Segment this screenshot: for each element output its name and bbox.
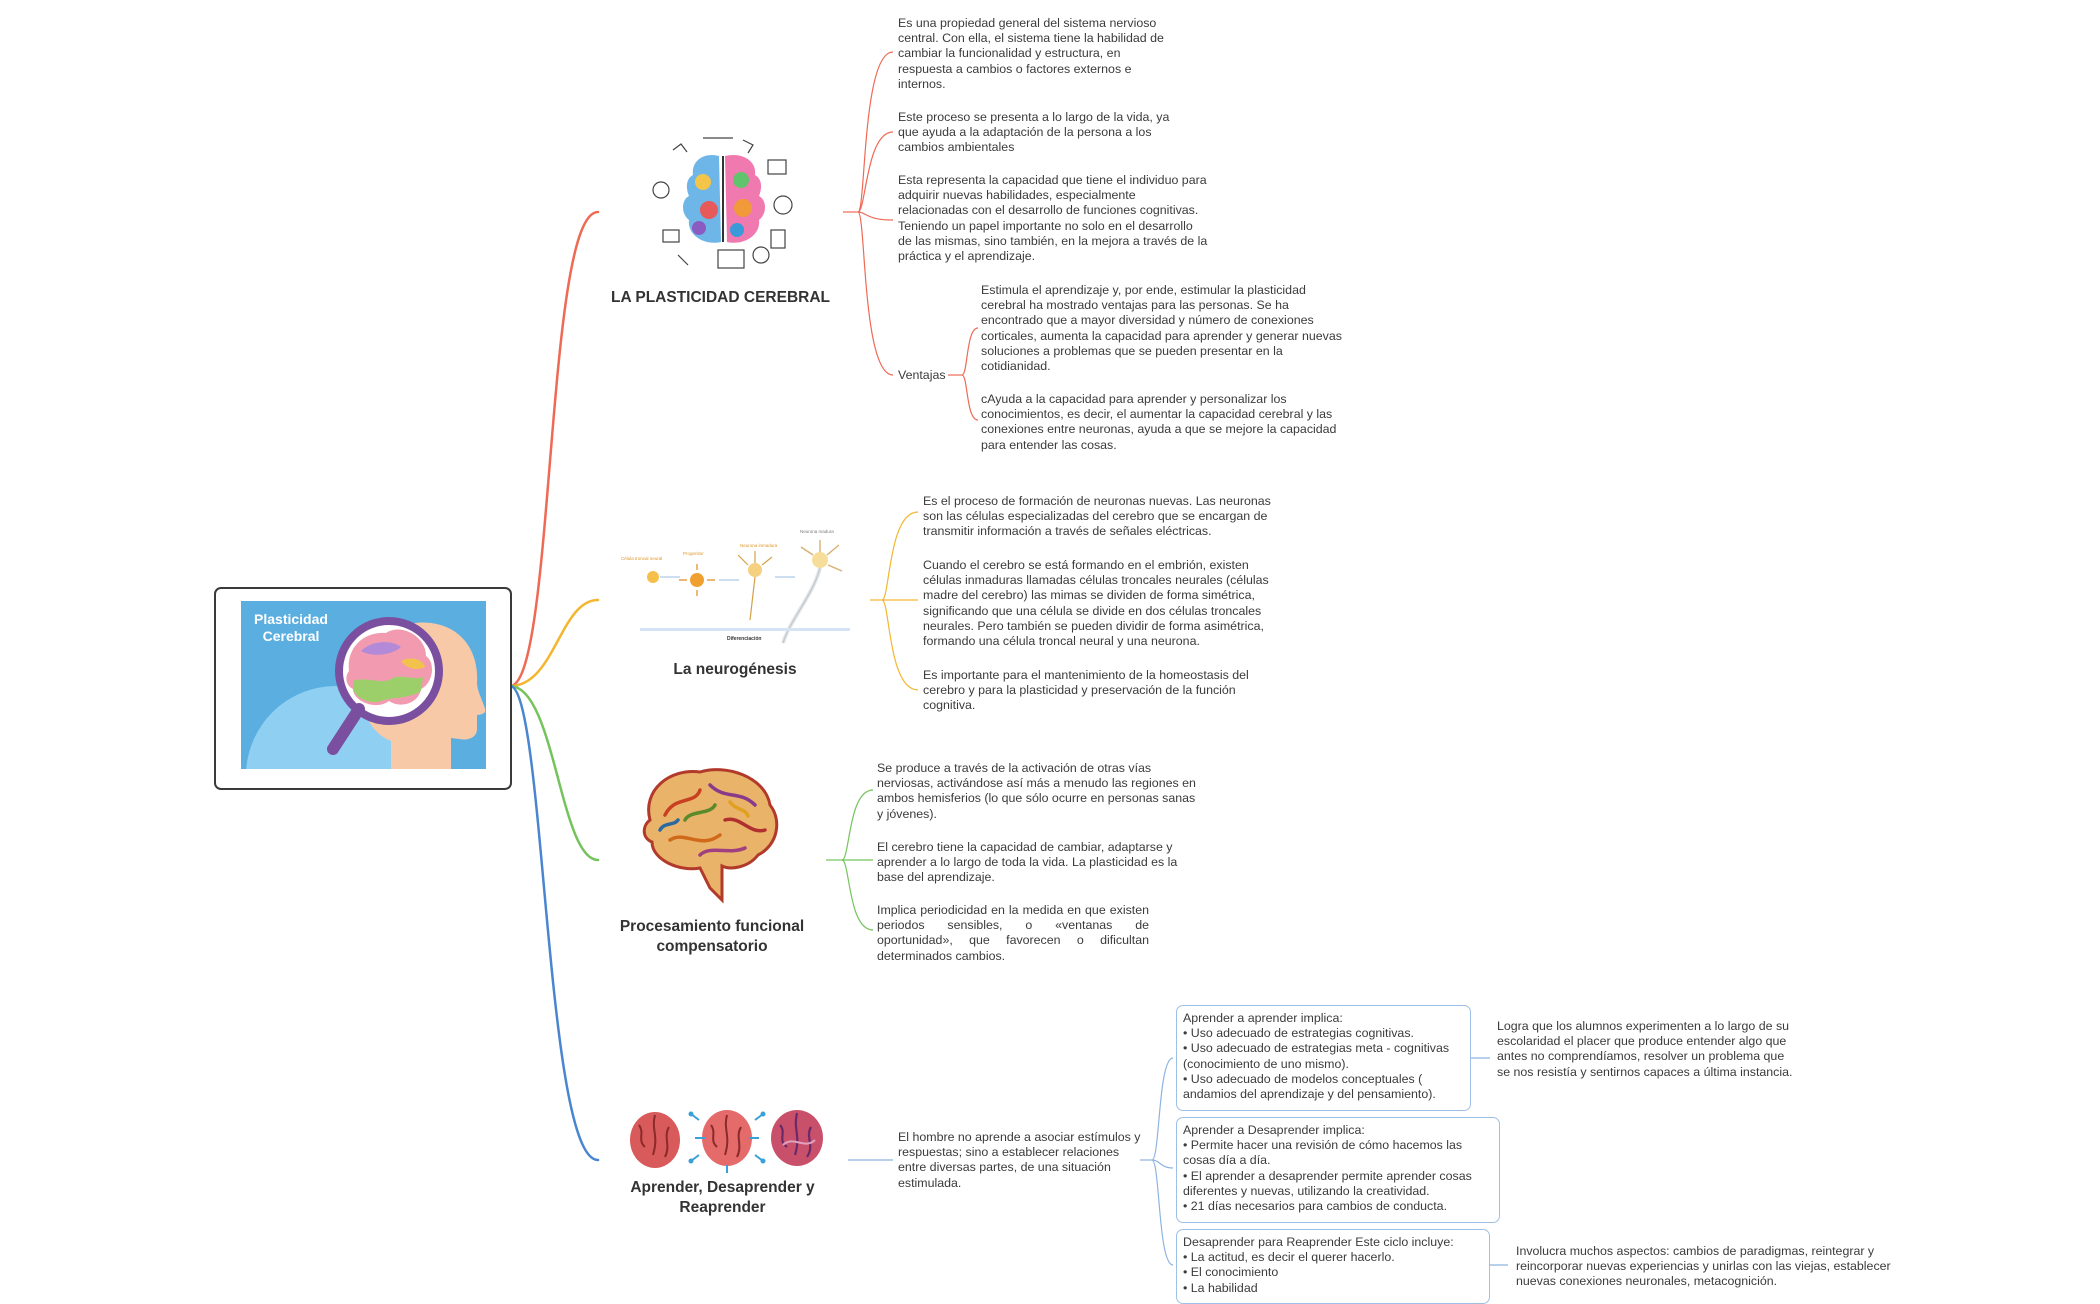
neurogenesis-text-3: Es importante para el mantenimiento de l… — [923, 668, 1249, 713]
plasticidad-image — [643, 130, 803, 280]
aprender-box-1[interactable]: Aprender a aprender implica: • Uso adecu… — [1176, 1005, 1471, 1111]
neurogenesis-text-1: Es el proceso de formación de neuronas n… — [923, 494, 1271, 539]
colorful-brain-icon — [642, 768, 779, 904]
procesamiento-text-1: Se produce a través de la activación de … — [877, 761, 1196, 821]
aprender-box-3-text: Desaprender para Reaprender Este ciclo i… — [1183, 1235, 1454, 1295]
aprender-box-1-text: Aprender a aprender implica: • Uso adecu… — [1183, 1011, 1450, 1102]
aprender-title[interactable]: Aprender, Desaprender y Reaprender — [630, 1179, 815, 1216]
svg-text:Neurona inmadura: Neurona inmadura — [740, 543, 778, 548]
neurogenesis-image: Célula troncal neural Progenitor Neurona… — [615, 525, 855, 653]
aprender-note-2: Involucra muchos aspectos: cambios de pa… — [1516, 1244, 1891, 1289]
procesamiento-image — [630, 760, 785, 905]
svg-text:Progenitor: Progenitor — [683, 551, 704, 556]
aprender-note-1: Logra que los alumnos experimenten a lo … — [1497, 1019, 1793, 1079]
root-topic-card[interactable]: Plasticidad Cerebral — [214, 587, 512, 790]
aprender-box-2-text: Aprender a Desaprender implica: • Permit… — [1183, 1123, 1472, 1214]
three-brains-icon — [630, 1110, 823, 1173]
ventajas-text-2: cAyuda a la capacidad para aprender y pe… — [981, 392, 1337, 452]
neurogenesis-text-2: Cuando el cerebro se está formando en el… — [923, 558, 1269, 649]
root-title: Plasticidad Cerebral — [254, 611, 328, 644]
plasticidad-title[interactable]: LA PLASTICIDAD CEREBRAL — [610, 289, 830, 306]
ventajas-text-1: Estimula el aprendizaje y, por ende, est… — [981, 283, 1342, 374]
svg-text:Célula troncal neural: Célula troncal neural — [621, 556, 662, 561]
aprender-box-3[interactable]: Desaprender para Reaprender Este ciclo i… — [1176, 1229, 1490, 1304]
plasticidad-text-3: Esta representa la capacidad que tiene e… — [898, 173, 1208, 264]
procesamiento-title[interactable]: Procesamiento funcional compensatorio — [619, 918, 805, 955]
neurogenesis-image-caption: Diferenciación — [727, 636, 762, 642]
ventajas-label: Ventajas — [898, 368, 946, 382]
svg-text:Neurona madura: Neurona madura — [800, 529, 834, 534]
neuron-stages-icon: Célula troncal neural Progenitor Neurona… — [621, 529, 850, 644]
plasticidad-text-2: Este proceso se presenta a lo largo de l… — [898, 110, 1170, 155]
aprender-image — [625, 1105, 830, 1175]
brain-doodle-icon — [652, 137, 793, 269]
plasticidad-text-1: Es una propiedad general del sistema ner… — [898, 16, 1164, 91]
neurogenesis-title[interactable]: La neurogénesis — [673, 661, 797, 678]
procesamiento-text-2: El cerebro tiene la capacidad de cambiar… — [877, 840, 1178, 885]
procesamiento-text-3: Implica periodicidad en la medida en que… — [877, 903, 1149, 963]
aprender-box-2[interactable]: Aprender a Desaprender implica: • Permit… — [1176, 1117, 1500, 1223]
head-magnifier-icon: Plasticidad Cerebral — [241, 601, 486, 769]
aprender-intro: El hombre no aprende a asociar estímulos… — [898, 1130, 1141, 1190]
